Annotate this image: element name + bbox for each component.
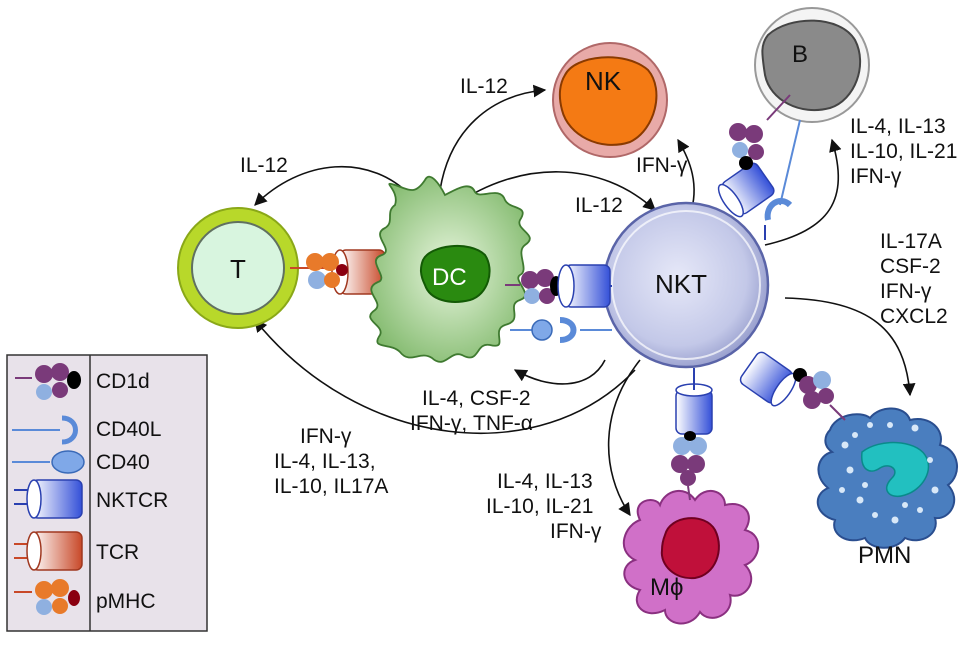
cytokine-nkt-to-b-line2: IL-10, IL-21	[850, 140, 957, 163]
cytokine-nkt-to-dc-line2: IFN-γ, TNF-α	[410, 412, 533, 435]
cytokine-nkt-to-b-line3: IFN-γ	[850, 165, 902, 188]
legend-cd40-label: CD40	[96, 451, 150, 474]
cytokine-nkt-to-pmn-line4: CXCL2	[880, 305, 948, 328]
t-cell: T	[177, 207, 299, 329]
pmn-cell: PMN	[739, 351, 958, 569]
arrow-nkt-to-t	[254, 319, 636, 435]
b-label: B	[792, 41, 808, 68]
nkt-cell: NKT	[602, 201, 770, 369]
macrophage-cell: Mϕ	[622, 368, 760, 625]
legend-cd40-icon	[12, 450, 85, 474]
dc-label: DC	[432, 264, 467, 291]
cytokine-nkt-to-t-line1: IFN-γ	[300, 425, 352, 448]
arrow-nkt-to-pmn	[784, 297, 916, 397]
nkt-label: NKT	[655, 269, 707, 299]
macrophage-label: Mϕ	[650, 574, 683, 601]
cytokine-nkt-to-dc-line1: IL-4, CSF-2	[422, 387, 531, 410]
cytokine-nkt-to-t-line3: IL-10, IL17A	[274, 475, 388, 498]
cytokine-dc-to-t: IL-12	[240, 154, 288, 177]
dc-cd40	[510, 319, 553, 341]
cytokine-nkt-to-macrophage-line2: IL-10, IL-21	[486, 495, 593, 518]
t-label: T	[230, 254, 246, 284]
cytokine-nkt-to-b-line1: IL-4, IL-13	[850, 115, 946, 138]
arrow-nkt-to-macrophage	[607, 359, 641, 517]
cytokine-dc-to-nkt: IL-12	[575, 194, 623, 217]
cytokine-nkt-to-t-line2: IL-4, IL-13,	[274, 450, 376, 473]
nk-label: NK	[585, 66, 622, 96]
pmn-label: PMN	[858, 542, 911, 569]
legend-nktcr-icon	[14, 479, 83, 519]
legend-cd40l-label: CD40L	[96, 418, 161, 441]
cytokine-nkt-to-pmn-line2: CSF-2	[880, 255, 941, 278]
cytokine-nkt-to-macrophage-line3: IFN-γ	[550, 520, 602, 543]
nk-cell: NK	[552, 42, 668, 158]
legend-pmhc-icon	[14, 579, 80, 615]
b-nkt-synapse	[717, 94, 801, 240]
legend-nktcr-label: NKTCR	[96, 489, 168, 512]
legend-cd40l-icon	[12, 415, 78, 445]
cytokine-dc-to-nk: IL-12	[460, 75, 508, 98]
legend-tcr-label: TCR	[96, 541, 139, 564]
t-dc-synapse	[290, 249, 386, 295]
legend: CD1d CD40L CD40 NKTCR TCR	[6, 354, 208, 632]
arrow-dc-to-nkt	[454, 171, 656, 211]
arrow-dc-to-t	[254, 165, 416, 206]
b-cell: B	[754, 7, 870, 123]
legend-cd1d-icon	[15, 363, 81, 400]
legend-tcr-icon	[14, 531, 83, 571]
arrow-dc-to-nk	[439, 84, 547, 191]
arrow-nkt-to-b	[764, 138, 842, 246]
legend-pmhc-label: pMHC	[96, 590, 156, 613]
cytokine-labels: IL-12 IL-12 IL-12 IFN-γ IL-4, IL-13 IL-1…	[240, 75, 957, 543]
arrow-nkt-to-dc	[513, 359, 606, 385]
dc-nkt-synapse	[505, 264, 612, 343]
cytokine-nkt-to-pmn-line1: IL-17A	[880, 230, 942, 253]
legend-cd1d-label: CD1d	[96, 370, 150, 393]
arrows	[254, 84, 916, 517]
dc-cell: DC	[369, 175, 553, 363]
cytokine-nkt-to-pmn-line3: IFN-γ	[880, 280, 932, 303]
cytokine-nkt-to-nk: IFN-γ	[636, 154, 688, 177]
cytokine-nkt-to-macrophage-line1: IL-4, IL-13	[497, 470, 593, 493]
